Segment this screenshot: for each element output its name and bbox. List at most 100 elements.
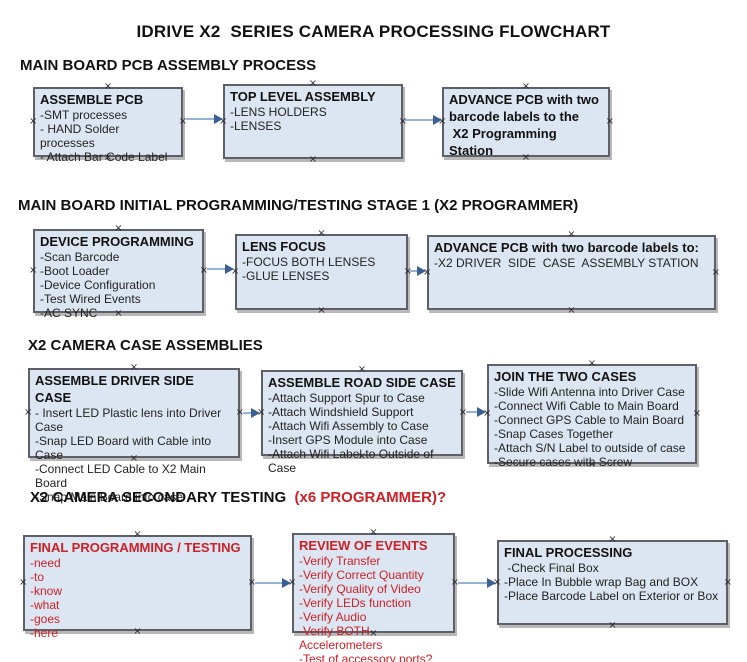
box-item: -LENSES <box>230 119 282 133</box>
box-item: -Test of accessory ports? <box>299 652 433 662</box>
box-final-processing: FINAL PROCESSING -Check Final Box -Place… <box>493 535 732 631</box>
connection-point-icon: × <box>19 577 28 588</box>
box-item: -Attach Support Spur to Case <box>268 391 425 405</box>
box-item: -AC SYNC <box>40 306 98 320</box>
connection-point-icon: × <box>692 408 701 419</box>
section-heading-main-board-pcb-assembly: MAIN BOARD PCB ASSEMBLY PROCESS <box>20 57 316 74</box>
heading-text: MAIN BOARD PCB ASSEMBLY PROCESS <box>20 57 317 74</box>
connection-point-icon: × <box>605 116 614 127</box>
connection-point-icon: × <box>133 529 142 540</box>
flow-arrow <box>255 578 291 588</box>
connection-point-icon: × <box>521 81 531 92</box>
connection-point-icon: × <box>317 228 326 239</box>
connection-point-icon: × <box>308 78 318 89</box>
connection-point-icon: × <box>29 265 38 276</box>
connection-point-icon: × <box>723 576 732 588</box>
box-item: -Verify Audio <box>299 610 367 624</box>
box-item: -Attach S/N Label to outside of case <box>494 441 686 455</box>
box-title: JOIN THE TWO CASES <box>494 369 637 384</box>
box-item: -Boot Loader <box>40 264 110 278</box>
box-item: -here <box>30 626 59 640</box>
box-item: -Insert GPS Module into Case <box>268 433 428 447</box>
box-item: -Snap Cases Together <box>494 427 614 441</box>
connection-point-icon: × <box>608 534 617 545</box>
box-final-programming-testing: FINAL PROGRAMMING / TESTING -need -to -k… <box>19 530 256 641</box>
connection-point-icon: × <box>567 229 576 240</box>
box-title: ASSEMBLE DRIVER SIDE CASE <box>35 373 198 405</box>
box-item: -Snap LED Board with Cable into Case <box>35 434 215 462</box>
box-item: -need <box>30 556 61 570</box>
section-heading-camera-case-assemblies: X2 CAMERA CASE ASSEMBLIES <box>28 337 263 354</box>
box-title: ADVANCE PCB with two barcode labels to t… <box>449 92 599 158</box>
box-item: -to <box>30 570 45 584</box>
box-title: ASSEMBLE PCB <box>40 92 144 107</box>
box-item: -Attach Wifi Assembly to Case <box>268 419 429 433</box>
box-title: ADVANCE PCB with two barcode labels to: <box>434 240 699 255</box>
flow-arrow <box>405 115 442 125</box>
box-title: TOP LEVEL ASSEMBLY <box>230 89 376 104</box>
box-item: -know <box>30 584 63 598</box>
box-item: -Verify LEDs function <box>299 596 412 610</box>
connection-point-icon: × <box>129 362 139 373</box>
flow-arrow <box>207 264 234 274</box>
box-title: LENS FOCUS <box>242 239 326 254</box>
box-item: -Connect LED Cable to X2 Main Board <box>35 462 210 490</box>
box-advance-pcb-to-case-assembly-station: ADVANCE PCB with two barcode labels to: … <box>423 230 720 316</box>
box-title: DEVICE PROGRAMMING <box>40 234 194 249</box>
section-heading-camera-secondary-testing: X2 CAMERA SECONDARY TESTING (x6 PROGRAMM… <box>30 489 446 506</box>
box-item: -Snap Main Board into case <box>35 490 184 504</box>
connection-point-icon: × <box>369 527 378 538</box>
box-advance-pcb-to-programming-station: ADVANCE PCB with two barcode labels to t… <box>438 82 614 163</box>
section-heading-initial-programming-testing: MAIN BOARD INITIAL PROGRAMMING/TESTING S… <box>18 197 578 214</box>
box-item: -Attach Windshield Support <box>268 405 414 419</box>
heading-text: MAIN BOARD INITIAL PROGRAMMING/TESTING S… <box>18 197 579 214</box>
box-item: -what <box>30 598 60 612</box>
box-item: - Insert LED Plastic lens into Driver Ca… <box>35 406 225 434</box>
box-review-of-events: REVIEW OF EVENTS -Verify Transfer -Verif… <box>288 528 459 662</box>
box-top-level-assembly: TOP LEVEL ASSEMBLY -LENS HOLDERS -LENSES… <box>219 79 407 165</box>
box-item: -goes <box>30 612 61 626</box>
flow-arrow <box>466 407 486 417</box>
box-item: -Test Wired Events <box>40 292 141 306</box>
box-item: - HAND Solder processes <box>40 122 123 150</box>
connection-point-icon: × <box>308 154 318 165</box>
box-join-the-two-cases: JOIN THE TWO CASES -Slide Wifi Antenna i… <box>483 359 701 470</box>
connection-point-icon: × <box>587 358 597 369</box>
flow-arrow <box>186 114 223 124</box>
box-item: -Scan Barcode <box>40 250 120 264</box>
box-device-programming: DEVICE PROGRAMMING -Scan Barcode -Boot L… <box>29 224 208 321</box>
box-item: -Place In Bubble wrap Bag and BOX <box>504 575 699 589</box>
box-item: -SMT processes <box>40 108 128 122</box>
flow-arrow <box>458 578 496 588</box>
flow-arrow <box>243 408 260 418</box>
box-item: -Slide Wifi Antenna into Driver Case <box>494 385 685 399</box>
box-item: -Secure cases with Screw <box>494 455 633 469</box>
page-title: IDRIVE X2 SERIES CAMERA PROCESSING FLOWC… <box>136 22 611 41</box>
heading-text: X2 CAMERA SECONDARY TESTING <box>30 489 295 506</box>
box-item: -Attach Wifi Label to Outside of Case <box>268 447 437 475</box>
box-item: -Connect GPS Cable to Main Board <box>494 413 685 427</box>
box-lens-focus: LENS FOCUS -FOCUS BOTH LENSES -GLUE LENS… <box>231 229 412 316</box>
box-assemble-road-side-case: ASSEMBLE ROAD SIDE CASE -Attach Support … <box>257 365 467 476</box>
connection-point-icon: × <box>24 407 33 418</box>
connection-point-icon: × <box>711 266 720 278</box>
connection-point-icon: × <box>317 305 326 316</box>
box-assemble-pcb: ASSEMBLE PCB -SMT processes - HAND Solde… <box>29 82 187 165</box>
box-title: ASSEMBLE ROAD SIDE CASE <box>268 375 456 390</box>
box-item: -Check Final Box <box>504 561 599 575</box>
box-item: -Device Configuration <box>40 278 156 292</box>
connection-point-icon: × <box>567 305 576 316</box>
box-item: -FOCUS BOTH LENSES <box>242 255 376 269</box>
connection-point-icon: × <box>29 116 38 127</box>
box-item: -Verify BOTH Accelerometers <box>299 624 383 652</box>
connection-point-icon: × <box>103 81 113 92</box>
box-item: -Place Barcode Label on Exterior or Box <box>504 589 719 603</box>
box-assemble-driver-side-case: ASSEMBLE DRIVER SIDE CASE - Insert LED P… <box>24 363 244 505</box>
box-title: FINAL PROCESSING <box>504 545 633 560</box>
box-item: -LENS HOLDERS <box>230 105 327 119</box>
box-item: -Verify Correct Quantity <box>299 568 424 582</box>
connection-point-icon: × <box>357 364 367 375</box>
box-item: - Attach Bar Code Label <box>40 150 168 164</box>
box-item: -Verify Transfer <box>299 554 381 568</box>
